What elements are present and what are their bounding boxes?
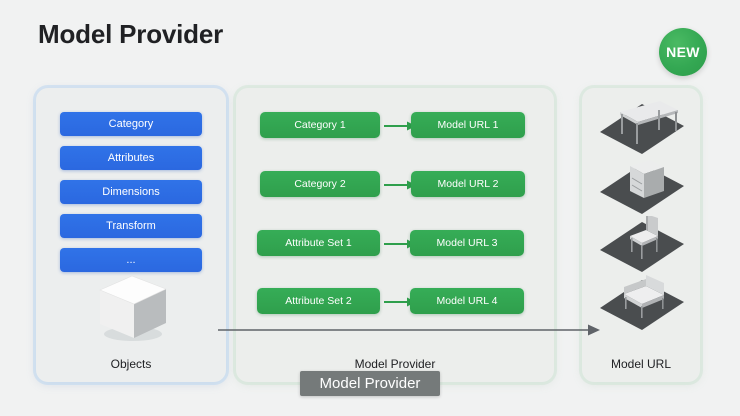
mapping-source-label: Category 1: [294, 119, 346, 131]
object-chip-category[interactable]: Category: [60, 112, 202, 136]
object-chip-dimensions[interactable]: Dimensions: [60, 180, 202, 204]
mapping-target-label: Model URL 4: [436, 295, 498, 307]
mapping-source-label: Attribute Set 1: [285, 237, 352, 249]
object-chip-label: Attributes: [107, 152, 155, 164]
mapping-source-4[interactable]: Attribute Set 2: [257, 288, 380, 314]
object-chip-label: Transform: [106, 220, 156, 232]
chair-3d-model[interactable]: [596, 214, 688, 278]
flow-arrow-icon: [218, 322, 600, 338]
mapping-source-label: Attribute Set 2: [285, 295, 352, 307]
tooltip-model-provider: Model Provider: [300, 371, 440, 396]
mapping-target-2[interactable]: Model URL 2: [411, 171, 525, 197]
objects-panel-caption: Objects: [110, 357, 152, 371]
mapping-source-2[interactable]: Category 2: [260, 171, 380, 197]
tooltip-label: Model Provider: [319, 375, 421, 392]
mapping-target-1[interactable]: Model URL 1: [411, 112, 525, 138]
mapping-target-3[interactable]: Model URL 3: [410, 230, 524, 256]
page-title: Model Provider: [38, 19, 224, 49]
object-chip-transform[interactable]: Transform: [60, 214, 202, 238]
white-cube-icon: [92, 272, 172, 344]
mapping-source-1[interactable]: Category 1: [260, 112, 380, 138]
new-badge-label: NEW: [666, 44, 700, 60]
mapping-target-4[interactable]: Model URL 4: [410, 288, 524, 314]
mapping-target-label: Model URL 2: [437, 178, 499, 190]
cabinet-3d-model[interactable]: [596, 158, 688, 220]
mapping-source-3[interactable]: Attribute Set 1: [257, 230, 380, 256]
model-url-panel-caption: Model URL: [610, 357, 672, 371]
mapping-source-label: Category 2: [294, 178, 346, 190]
mapping-target-label: Model URL 1: [437, 119, 499, 131]
table-3d-model[interactable]: [596, 98, 688, 160]
mapping-target-label: Model URL 3: [436, 237, 498, 249]
model-provider-panel-caption: Model Provider: [354, 357, 436, 371]
object-chip-label: Category: [108, 118, 154, 130]
object-chip-label: ...: [126, 254, 136, 266]
object-chip-more[interactable]: ...: [60, 248, 202, 272]
armchair-3d-model[interactable]: [596, 274, 688, 336]
object-chip-label: Dimensions: [102, 186, 160, 198]
object-chip-attributes[interactable]: Attributes: [60, 146, 202, 170]
new-badge: NEW: [659, 28, 707, 76]
